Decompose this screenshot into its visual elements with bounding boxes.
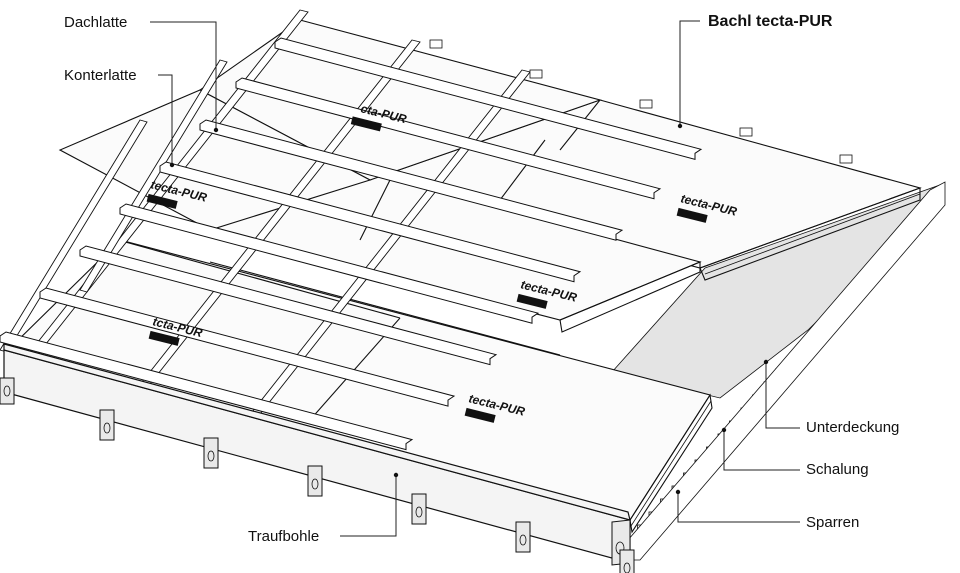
leader-dot bbox=[677, 123, 683, 129]
leader-dot bbox=[675, 489, 681, 495]
rafter-top-block bbox=[839, 154, 853, 164]
leader-dachlatte bbox=[150, 21, 217, 130]
label-traufbohle: Traufbohle bbox=[248, 528, 319, 545]
leader-traufbohle bbox=[340, 475, 397, 537]
rafter-end bbox=[411, 493, 427, 525]
rafter-top-block bbox=[639, 99, 653, 109]
logo-icon bbox=[148, 330, 180, 346]
panel-joint bbox=[209, 261, 561, 356]
leader-dot bbox=[763, 359, 769, 365]
label-schalung: Schalung bbox=[806, 461, 869, 478]
logo-icon bbox=[464, 407, 496, 423]
roof-batten bbox=[119, 203, 540, 324]
roof-batten bbox=[274, 37, 703, 160]
roof-batten bbox=[235, 77, 662, 200]
roof-batten bbox=[39, 287, 456, 407]
leader-konterlatte bbox=[158, 74, 173, 165]
leader-brand bbox=[679, 20, 700, 126]
panel-edge bbox=[629, 393, 713, 534]
label-sparren: Sparren bbox=[806, 514, 859, 531]
panel-edge-line bbox=[630, 400, 712, 527]
end-grain-ring bbox=[415, 506, 423, 518]
roof-batten bbox=[199, 119, 624, 241]
rafter-end bbox=[307, 465, 323, 497]
logo-icon bbox=[676, 207, 708, 223]
roof-battens bbox=[0, 37, 853, 451]
logo-icon bbox=[516, 293, 548, 309]
end-grain-ring bbox=[3, 385, 11, 397]
label-konterlatte: Konterlatte bbox=[64, 67, 137, 84]
roof-batten bbox=[0, 331, 414, 451]
label-brand: Bachl tecta-PUR bbox=[708, 13, 833, 30]
end-grain-ring bbox=[623, 562, 631, 573]
leader-dot bbox=[169, 162, 175, 168]
rafter-ends-front bbox=[99, 409, 635, 573]
label-dachlatte: Dachlatte bbox=[64, 14, 127, 31]
rafter-end bbox=[203, 437, 219, 469]
leader-dot bbox=[721, 427, 727, 433]
end-grain-ring bbox=[207, 450, 215, 462]
panel-joint bbox=[499, 139, 546, 201]
logo-icon bbox=[146, 193, 178, 209]
panel-joint bbox=[359, 179, 391, 241]
end-grain-ring bbox=[311, 478, 319, 490]
eaves-board-left-end bbox=[0, 377, 15, 405]
leader-sparren bbox=[677, 492, 800, 523]
roof-batten bbox=[159, 161, 582, 283]
leader-dot bbox=[213, 127, 219, 133]
leader-unterdeckung bbox=[765, 362, 800, 429]
panel-edge-line bbox=[704, 193, 921, 275]
panel-joint bbox=[117, 239, 401, 319]
rafter-end bbox=[99, 409, 115, 441]
rafter-end bbox=[515, 521, 531, 553]
end-grain-ring bbox=[519, 534, 527, 546]
roof-batten bbox=[79, 245, 498, 366]
leader-schalung bbox=[723, 430, 800, 471]
panel-edge bbox=[559, 261, 701, 333]
rafter-top-block bbox=[739, 127, 753, 137]
panel-edge bbox=[699, 187, 921, 281]
leader-dot bbox=[393, 472, 399, 478]
logo-icon bbox=[350, 116, 382, 132]
rafter-top-block bbox=[429, 39, 443, 49]
rafter-top-block bbox=[529, 69, 543, 79]
rafter-end bbox=[619, 549, 635, 573]
end-grain-ring bbox=[103, 422, 111, 434]
label-unterdeckung: Unterdeckung bbox=[806, 419, 899, 436]
